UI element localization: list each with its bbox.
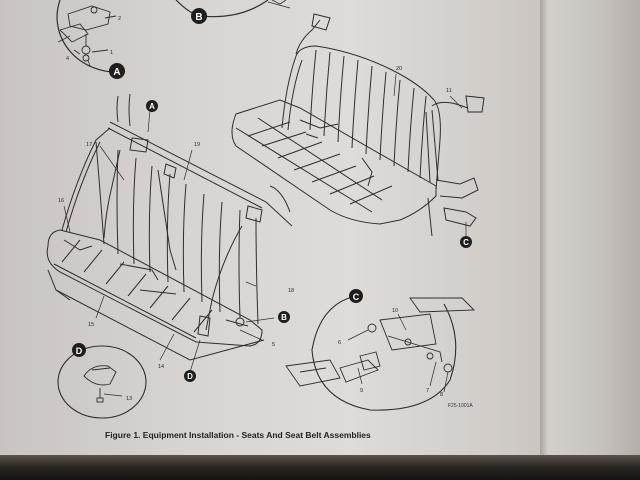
callout-badge-d-detail: D [72,343,86,357]
detail-c-circle [311,295,457,411]
part-8: 8 [440,392,443,398]
callout-c-seat-label: C [463,238,469,247]
part-16: 16 [58,198,64,204]
part-18: 18 [288,288,294,294]
callout-a-label: A [113,67,120,78]
part-number-labels: 2 1 4 20 11 17 19 16 18 15 14 5 6 10 9 7… [58,16,452,402]
detail-b-arc [175,0,269,18]
part-10: 10 [392,308,398,314]
part-6: 6 [338,340,341,346]
rear-bench-seat-upper [231,13,485,237]
part-13: 13 [126,396,132,402]
part-2: 2 [118,16,121,22]
detail-a-bracket [59,5,117,62]
figure-code: F25-1001A [448,403,473,409]
callout-badge-c-seat: C [460,236,472,248]
part-17: 17 [86,142,92,148]
callout-d-seat-label: D [187,372,193,381]
detail-c-bracket [285,297,476,387]
desk-shadow [0,455,640,480]
part-15: 15 [88,322,94,328]
part-4: 4 [66,56,69,62]
callout-b-label: B [195,12,202,23]
part-7: 7 [426,388,429,394]
leader-lines [57,35,467,397]
detail-d-anchor [83,365,117,403]
part-20: 20 [396,66,402,72]
part-1: 1 [110,50,113,56]
callout-badge-b-seat: B [278,311,290,323]
callout-badge-a-seat: A [146,100,158,112]
part-19: 19 [194,142,200,148]
figure-caption: Figure 1. Equipment Installation - Seats… [105,430,371,440]
front-bench-seat-lower [46,93,293,361]
part-11: 11 [446,88,452,94]
callout-badge-b-top: B [191,8,207,24]
callout-d-detail-label: D [76,346,83,356]
callout-b-seat-label: B [281,313,287,322]
callout-badge-c-detail: C [349,289,363,303]
part-14: 14 [158,364,164,370]
callout-c-detail-label: C [353,292,360,302]
part-9: 9 [360,388,363,394]
page-edge-shadow [540,0,640,480]
detail-d-circle [57,345,147,419]
part-5: 5 [272,342,275,348]
detail-a-circle [56,0,121,73]
callout-badge-a-top: A [109,63,125,79]
callout-badge-d-seat: D [184,370,196,382]
callout-a-seat-label: A [149,102,155,111]
